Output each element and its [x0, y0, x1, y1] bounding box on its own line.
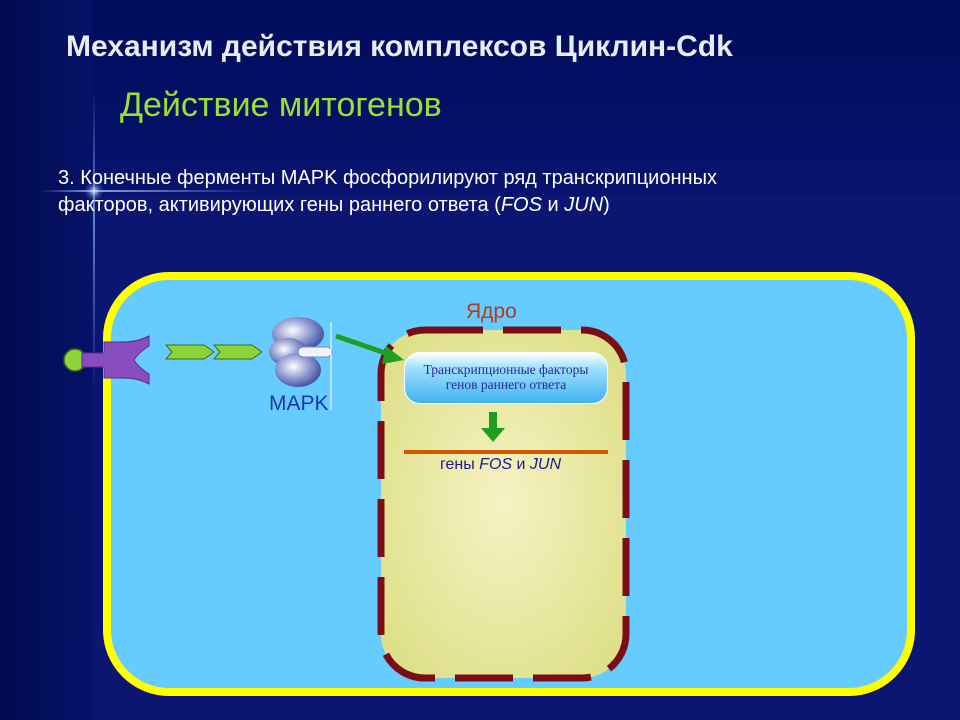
- nucleus: [377, 326, 630, 682]
- genes-label: гены FOS и JUN: [440, 456, 561, 474]
- genes-conj: и: [512, 456, 530, 473]
- transcription-factors-box: Транскрипционные факторы генов раннего о…: [404, 352, 608, 404]
- cascade-arrow-2: [212, 344, 263, 360]
- genes-prefix: гены: [440, 456, 480, 473]
- genes-fos: FOS: [479, 456, 513, 473]
- activation-arrow-head: [481, 428, 505, 442]
- phosphorylation-arrow-head: [382, 346, 404, 364]
- lens-flare-center: [84, 181, 104, 201]
- tf-label-line-2: генов раннего ответа: [445, 377, 567, 392]
- slide-background-top: [0, 0, 960, 196]
- body-line-2-prefix: факторов, активирующих гены раннего отве…: [58, 194, 501, 216]
- lens-flare-horizontal: [40, 190, 260, 192]
- body-line-2-suffix: ): [603, 194, 610, 216]
- body-line-1: 3. Конечные ферменты MAPK фосфорилируют …: [58, 167, 717, 189]
- slide-body-text: 3. Конечные ферменты MAPK фосфорилируют …: [58, 165, 898, 219]
- body-line-2: факторов, активирующих гены раннего отве…: [58, 192, 898, 219]
- lens-flare-vertical: [93, 90, 95, 390]
- mapk-protein-icon: [269, 317, 333, 387]
- gene-jun-text: JUN: [564, 194, 604, 216]
- mapk-label: MAPK: [269, 392, 329, 415]
- phosphorylation-arrow: [335, 333, 392, 358]
- nucleus-label: Ядро: [466, 300, 517, 323]
- cascade-arrow-1: [164, 344, 215, 360]
- gene-fos-text: FOS: [500, 194, 542, 216]
- receptor: [81, 335, 150, 385]
- slide-title: Механизм действия комплексов Циклин-Cdk: [66, 30, 733, 63]
- tf-label-line-1: Транскрипционные факторы: [423, 362, 589, 377]
- slide-subtitle: Действие митогенов: [120, 86, 442, 124]
- activation-arrow-shaft: [489, 412, 497, 430]
- genes-jun: JUN: [529, 456, 561, 473]
- body-conj: и: [541, 194, 565, 216]
